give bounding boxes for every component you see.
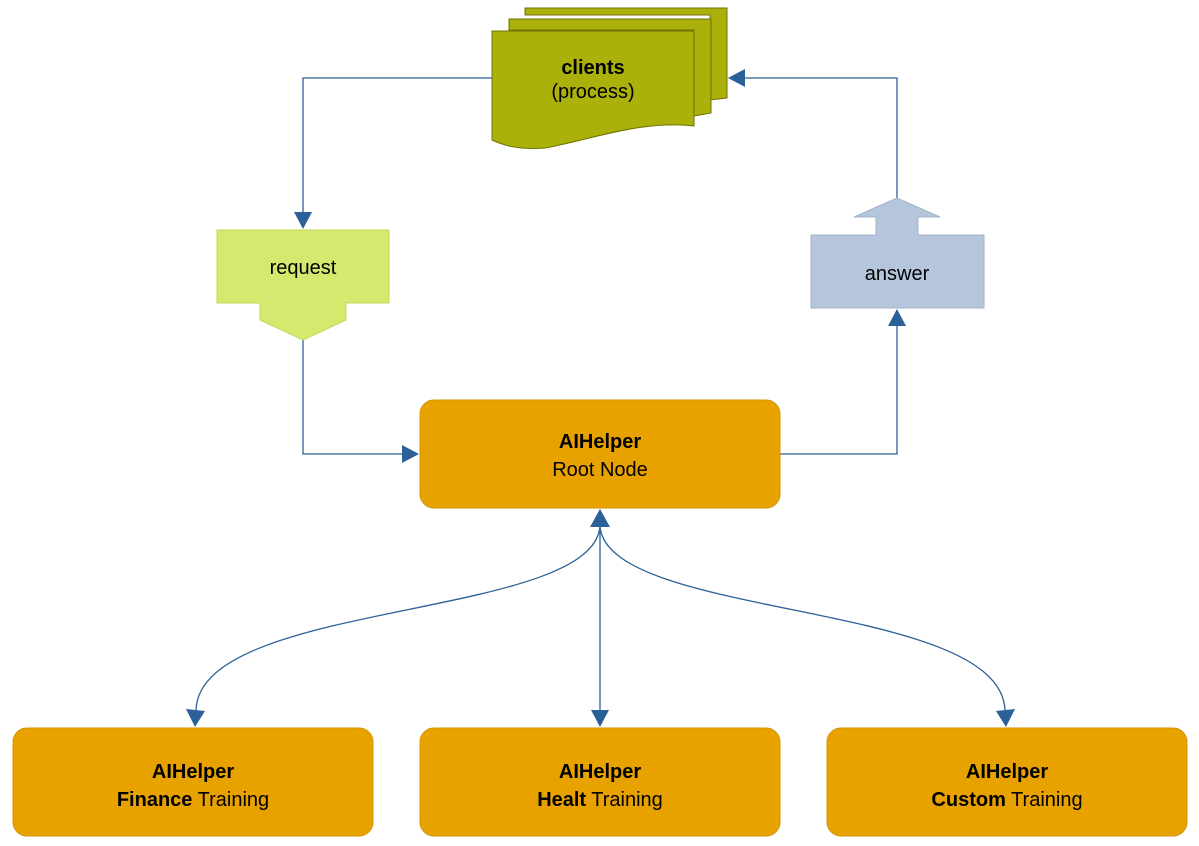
training-node-label: Finance Training (117, 789, 269, 811)
clients-doc-front (491, 30, 695, 149)
request-shape (216, 229, 390, 341)
root-node: AIHelper Root Node (419, 399, 781, 509)
connector-request-to-root (302, 340, 402, 455)
connector-arrowhead (591, 710, 609, 727)
training-node-suffix: Training (192, 789, 269, 811)
training-node-name: Custom (931, 789, 1005, 811)
connector-arrowhead-root (590, 509, 610, 527)
connector-arrowhead (186, 709, 205, 727)
training-node-custom: AIHelper Custom Training (826, 727, 1188, 837)
training-node-label: Custom Training (931, 789, 1082, 811)
connector-clients-to-request (302, 77, 492, 212)
training-node-name: Healt (537, 789, 586, 811)
training-node-box (12, 727, 374, 837)
request-label: request (270, 257, 337, 279)
connector-arrowhead (728, 69, 745, 87)
training-node-suffix: Training (586, 789, 663, 811)
clients-node: clients (process) (491, 7, 728, 149)
clients-title: clients (561, 57, 624, 79)
answer-label: answer (865, 263, 930, 285)
answer-shape (810, 197, 985, 309)
request-node: request (216, 229, 390, 341)
training-node-name: Finance (117, 789, 193, 811)
root-node-subtitle: Root Node (552, 459, 648, 481)
connector-root-to-answer (780, 326, 898, 455)
training-node-box (826, 727, 1188, 837)
training-node-title: AIHelper (559, 761, 641, 783)
training-node-finance: AIHelper Finance Training (12, 727, 374, 837)
connector-arrowhead (402, 445, 419, 463)
connector-root-to-finance (195, 526, 601, 711)
connectors (186, 69, 1015, 727)
training-node-label: Healt Training (537, 789, 663, 811)
connector-answer-to-clients (745, 77, 898, 198)
connector-root-to-custom (599, 526, 1006, 711)
training-node-box (419, 727, 781, 837)
answer-node: answer (810, 197, 985, 309)
connector-arrowhead (888, 309, 906, 326)
root-node-box (419, 399, 781, 509)
connector-arrowhead (294, 212, 312, 229)
training-node-suffix: Training (1006, 789, 1083, 811)
training-node-healt: AIHelper Healt Training (419, 727, 781, 837)
clients-subtitle: (process) (551, 81, 634, 103)
root-node-title: AIHelper (559, 431, 641, 453)
training-node-title: AIHelper (966, 761, 1048, 783)
connector-arrowhead (996, 709, 1015, 727)
training-node-title: AIHelper (152, 761, 234, 783)
